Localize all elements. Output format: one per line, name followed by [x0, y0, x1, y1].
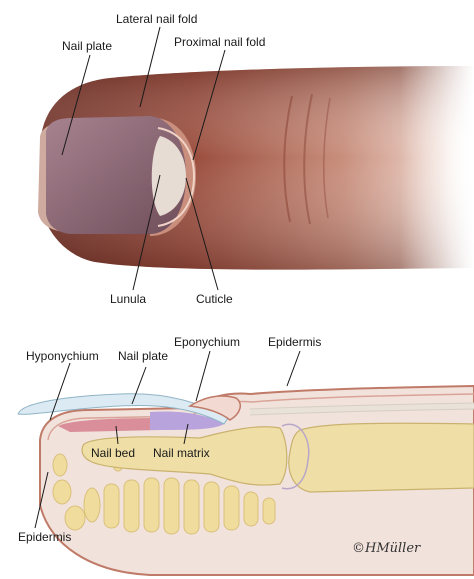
middle-phalanx [288, 422, 474, 493]
label-epidermis-bottom: Epidermis [18, 530, 71, 544]
top-view-leaders [61, 26, 226, 291]
finger-top-view [38, 60, 474, 274]
tendon-lines [249, 402, 474, 416]
label-cuticle: Cuticle [196, 292, 233, 306]
label-proximal-nail-fold: Proximal nail fold [174, 35, 265, 49]
section-leaders [34, 350, 301, 529]
nail-plate-section [17, 393, 229, 425]
label-lateral-nail-fold: Lateral nail fold [116, 12, 197, 26]
label-nail-matrix: Nail matrix [153, 446, 210, 460]
label-lunula: Lunula [110, 292, 146, 306]
label-eponychium: Eponychium [174, 335, 240, 349]
label-nail-bed: Nail bed [91, 446, 135, 460]
nail-matrix-shape [150, 411, 224, 430]
finger-cross-section [17, 384, 474, 576]
eponychium-fold [187, 395, 241, 421]
knuckle-crease [283, 95, 293, 223]
section-epidermis-line [47, 393, 474, 441]
cuticle-line [157, 127, 196, 227]
label-epidermis-top: Epidermis [268, 335, 321, 349]
knuckle-crease [303, 93, 313, 225]
lunula-shape [151, 136, 186, 216]
label-nail-plate-section: Nail plate [118, 349, 168, 363]
label-hyponychium: Hyponychium [26, 349, 99, 363]
distal-phalanx [81, 426, 288, 486]
pulp-lobules [52, 453, 276, 535]
nail-plate-shape [46, 116, 186, 234]
knuckle-crease [322, 97, 331, 219]
extensor-tendon [249, 402, 474, 416]
illustrator-signature: ©HMüller [352, 541, 421, 556]
label-nail-plate-top: Nail plate [62, 39, 112, 53]
joint-capsule [281, 423, 310, 490]
nail-bed-shape [58, 418, 160, 432]
